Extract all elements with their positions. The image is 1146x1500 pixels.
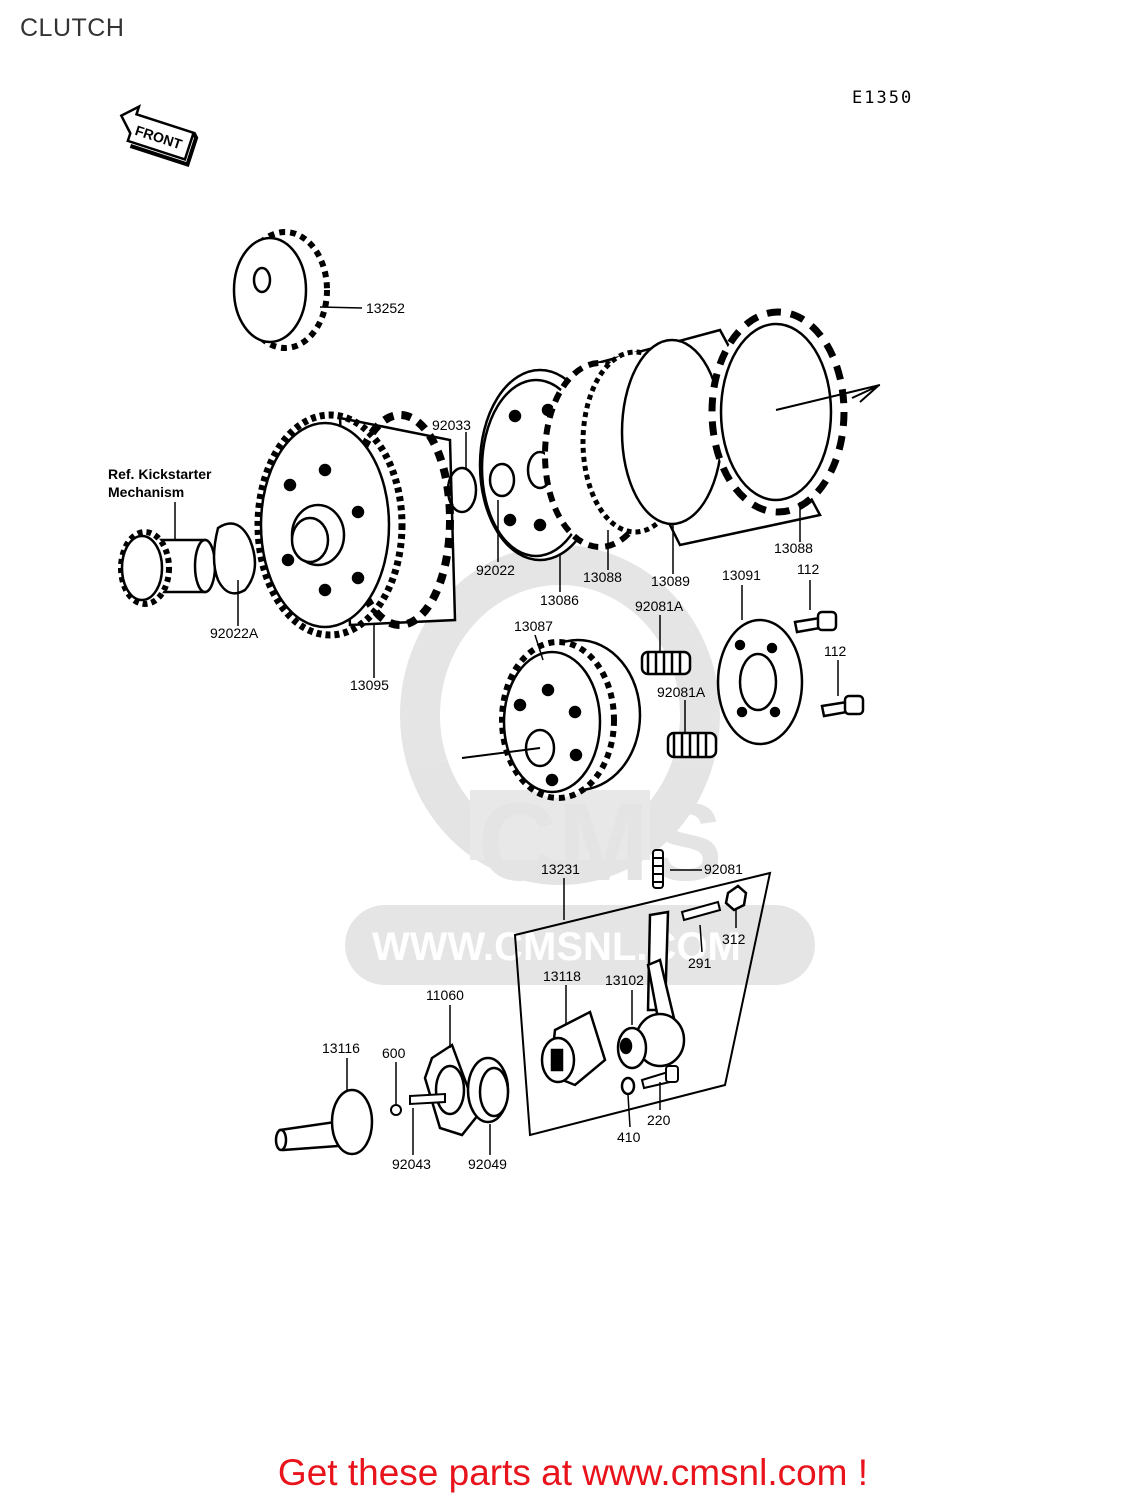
part-label: 13089 bbox=[651, 573, 690, 589]
clutch-housing-13095 bbox=[254, 411, 457, 639]
part-label: 13088 bbox=[583, 569, 622, 585]
gear-13252 bbox=[232, 229, 330, 351]
part-label: 13118 bbox=[543, 968, 581, 984]
part-label: 92081A bbox=[657, 684, 706, 700]
pressure-plate-13087 bbox=[499, 638, 642, 801]
part-label: 92033 bbox=[432, 417, 471, 433]
page-title: CLUTCH bbox=[20, 14, 125, 42]
part-label: 92049 bbox=[468, 1156, 507, 1172]
part-label: 92043 bbox=[392, 1156, 431, 1172]
part-label: 13091 bbox=[722, 567, 761, 583]
part-label: 13231 bbox=[541, 861, 580, 877]
seal-92049 bbox=[466, 1056, 510, 1124]
front-direction-arrow: FRONT bbox=[119, 104, 199, 167]
kickstarter-gear bbox=[118, 529, 217, 607]
washer-410 bbox=[620, 1076, 636, 1096]
reference-note-line2: Mechanism bbox=[108, 484, 184, 500]
part-label: 92022A bbox=[210, 625, 259, 641]
part-label: 600 bbox=[382, 1045, 406, 1061]
part-label: 13102 bbox=[605, 972, 644, 988]
pin-92043 bbox=[409, 1092, 446, 1106]
part-label: 92081A bbox=[635, 598, 684, 614]
bolt-220 bbox=[640, 1065, 679, 1090]
spring-92081A-upper bbox=[640, 650, 692, 676]
part-number-labels: 13252 92033 92022 13086 13088 13089 1308… bbox=[210, 300, 847, 1172]
spring-plate-13091 bbox=[716, 618, 804, 746]
watermark-logo: CMS bbox=[478, 781, 722, 904]
release-lever-13102 bbox=[616, 910, 686, 1070]
bolt-112-lower bbox=[820, 694, 865, 718]
clutch-axis-arrow-upper bbox=[775, 384, 881, 411]
part-label: 410 bbox=[617, 1129, 641, 1145]
ring-92033 bbox=[446, 466, 478, 514]
part-label: 112 bbox=[824, 643, 847, 659]
release-holder-13118 bbox=[540, 1010, 607, 1087]
part-label: 92081 bbox=[704, 861, 743, 877]
part-label: 291 bbox=[688, 955, 712, 971]
part-label: 13116 bbox=[322, 1040, 360, 1056]
part-label: 13086 bbox=[540, 592, 579, 608]
exploded-clutch-diagram: CMS WWW.CMSNL.COM FRONT bbox=[108, 104, 881, 1172]
release-assembly-outline bbox=[513, 871, 772, 1137]
leader-lines bbox=[174, 306, 839, 1155]
part-label: 13095 bbox=[350, 677, 389, 693]
watermark-text: WWW.CMSNL.COM bbox=[372, 925, 741, 969]
drawing-code: E1350 bbox=[852, 88, 914, 108]
ball-600 bbox=[390, 1104, 402, 1116]
friction-plate-stack bbox=[542, 308, 848, 550]
reference-note-line1: Ref. Kickstarter bbox=[108, 466, 212, 482]
part-label: 13252 bbox=[366, 300, 405, 316]
part-label: 220 bbox=[647, 1112, 671, 1128]
spring-92081 bbox=[652, 849, 664, 889]
nut-312 bbox=[724, 884, 748, 912]
part-label: 13087 bbox=[514, 618, 553, 634]
footer-banner[interactable]: Get these parts at www.cmsnl.com ! bbox=[0, 1452, 1146, 1494]
part-label: 92022 bbox=[476, 562, 515, 578]
bolt-112-upper bbox=[793, 610, 838, 634]
part-label: 13088 bbox=[774, 540, 813, 556]
footer-text[interactable]: Get these parts at www.cmsnl.com ! bbox=[277, 1452, 869, 1493]
part-label: 312 bbox=[722, 931, 746, 947]
push-rod-13116 bbox=[274, 1088, 374, 1156]
spring-92081A-lower bbox=[666, 731, 718, 759]
clutch-axis-arrow-lower bbox=[461, 747, 541, 759]
part-label: 112 bbox=[797, 561, 820, 577]
part-label: 11060 bbox=[426, 987, 464, 1003]
screw-291 bbox=[680, 900, 722, 922]
washer-92022A bbox=[212, 522, 257, 595]
